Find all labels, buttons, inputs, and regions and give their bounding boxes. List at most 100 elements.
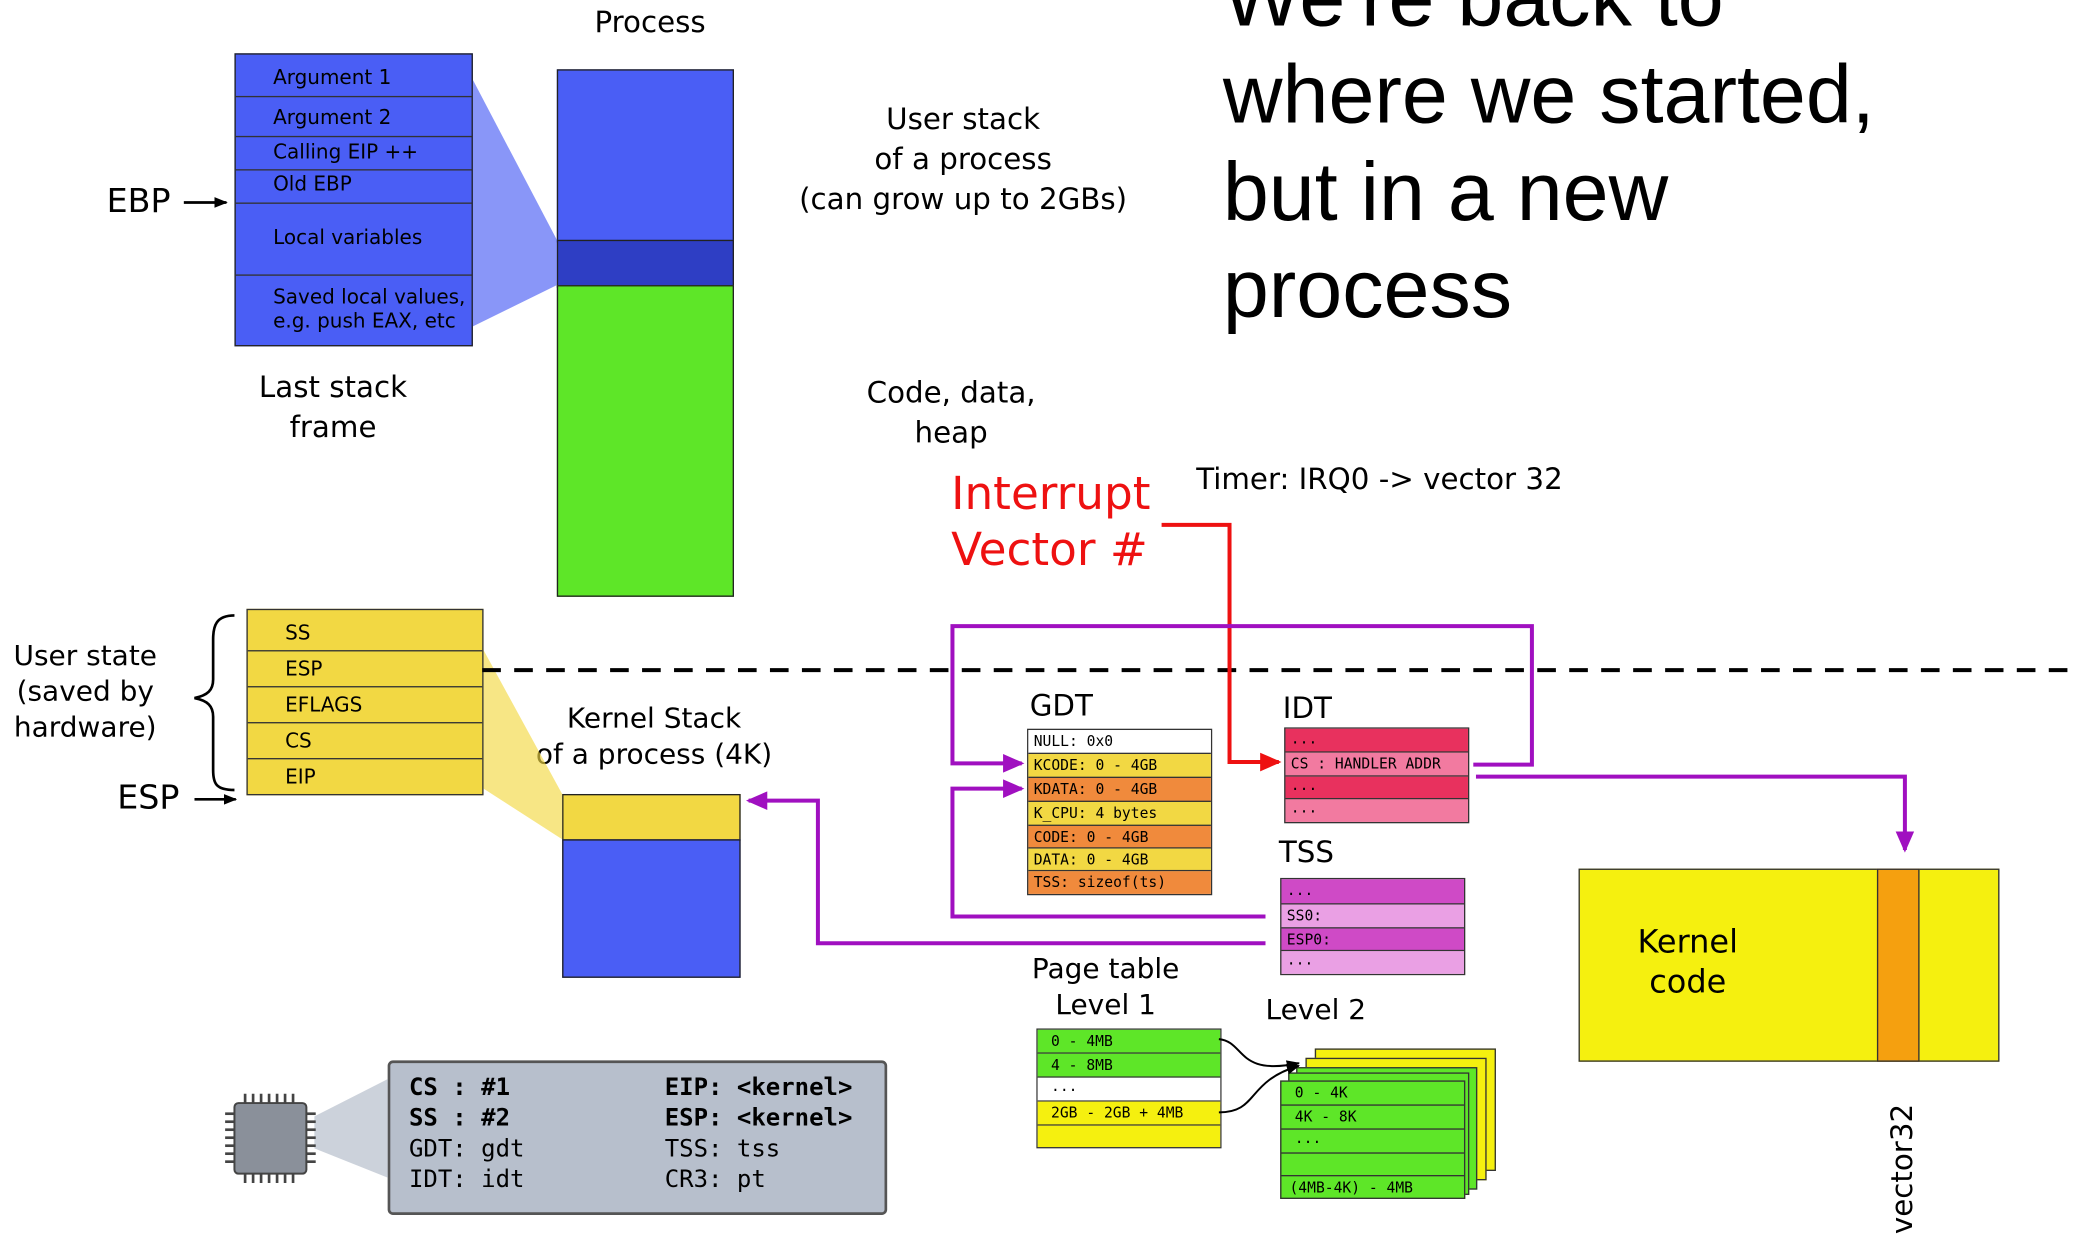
- gdt-table: NULL: 0x0 KCODE: 0 - 4GB KDATA: 0 - 4GB …: [1027, 728, 1213, 896]
- gdt-row-data: DATA: 0 - 4GB: [1028, 848, 1211, 872]
- kernel-code-block: [1578, 868, 2000, 1062]
- user-stack-label-line: User stack: [886, 103, 1041, 138]
- tss-label: TSS: [1278, 836, 1334, 870]
- kernel-code-label: Kernel code: [1608, 922, 1768, 1002]
- pt2-row: 0 - 4K: [1281, 1082, 1464, 1106]
- frame-row-saved-locals: Saved local values, e.g. push EAX, etc: [236, 276, 472, 347]
- pt2-row: 4K - 8K: [1281, 1106, 1464, 1130]
- tss-table: ... SS0: ESP0: ...: [1280, 877, 1466, 976]
- cpu-reg-tss: TSS: tss: [664, 1135, 781, 1164]
- pt1-row: ...: [1037, 1077, 1221, 1102]
- page-table-label-line: Level 1: [1055, 988, 1156, 1021]
- title-line: but in a new: [1222, 146, 1669, 239]
- page-table-level1: 0 - 4MB 4 - 8MB ... 2GB - 2GB + 4MB: [1036, 1028, 1222, 1149]
- kernel-code-label-line: code: [1649, 963, 1727, 1001]
- ebp-label: EBP: [106, 181, 171, 220]
- gdt-row-code: CODE: 0 - 4GB: [1028, 825, 1211, 849]
- user-state-projection: [483, 650, 563, 840]
- interrupt-arrow: [1161, 522, 1282, 772]
- cpu-reg-cs: CS : #1: [408, 1073, 511, 1102]
- gdt-row-kdata: KDATA: 0 - 4GB: [1028, 778, 1211, 802]
- interrupt-label-line: Interrupt: [951, 467, 1151, 521]
- idt-to-gdt-arrow: [950, 624, 1534, 773]
- cpu-reg-idt: IDT: idt: [408, 1165, 525, 1194]
- interrupt-label-line: Vector #: [951, 523, 1148, 577]
- pt2-row-last: (4MB-4K) - 4MB: [1289, 1178, 1413, 1197]
- gdt-row-null: NULL: 0x0: [1028, 730, 1211, 755]
- kernel-stack-label: Kernel Stack of a process (4K): [526, 701, 782, 773]
- pt1-row: 4 - 8MB: [1037, 1053, 1221, 1078]
- kernel-stack: [562, 839, 741, 978]
- frame-row-old-ebp: Old EBP: [235, 171, 472, 204]
- idt-row: ...: [1285, 728, 1468, 753]
- kernel-stack-label-line: of a process (4K): [535, 738, 773, 771]
- code-data-heap-label: Code, data, heap: [845, 374, 1058, 454]
- tss-row: ...: [1281, 879, 1464, 905]
- title-line: We're back to: [1223, 0, 1875, 47]
- idt-to-vector32-arrow: [1475, 774, 1915, 853]
- last-frame-label-line: frame: [289, 411, 377, 445]
- tss-row-esp0: ESP0:: [1281, 928, 1464, 952]
- idt-label: IDT: [1282, 692, 1332, 727]
- timer-label: Timer: IRQ0 -> vector 32: [1196, 463, 1563, 497]
- frame-row-argument-2: Argument 2: [235, 97, 472, 138]
- user-stack-label-line: (can grow up to 2GBs): [799, 183, 1128, 218]
- pt2-row: ...: [1281, 1130, 1464, 1154]
- user-state-label-line: hardware): [13, 711, 157, 744]
- user-state-row-cs: CS: [247, 723, 483, 760]
- tss-esp0-to-kernel-stack-arrow: [745, 791, 1266, 946]
- pt1-row-2gb: 2GB - 2GB + 4MB: [1037, 1101, 1221, 1126]
- tss-ss0-to-gdt-arrow: [950, 779, 1266, 919]
- pt1-row: 0 - 4MB: [1037, 1029, 1221, 1054]
- frame-row-argument-1: Argument 1: [235, 55, 472, 98]
- pt1-row: [1037, 1125, 1221, 1148]
- idt-row: ...: [1285, 799, 1468, 822]
- frame-row-local-variables: Local variables: [235, 204, 472, 276]
- process-label: Process: [594, 6, 706, 40]
- vector32-handler: [1876, 868, 1920, 1062]
- cpu-projection: [314, 1079, 388, 1178]
- kernel-code-label-line: Kernel: [1637, 923, 1738, 961]
- user-stack-label-line: of a process: [874, 143, 1052, 178]
- kernel-stack-saved-state: [562, 793, 741, 841]
- user-state-row-eip: EIP: [285, 764, 316, 789]
- gdt-row-kcode: KCODE: 0 - 4GB: [1028, 754, 1211, 779]
- title-line: process: [1222, 243, 1513, 336]
- kernel-stack-label-line: Kernel Stack: [566, 702, 742, 735]
- user-stack-label: User stack of a process (can grow up to …: [779, 101, 1147, 221]
- idt-table: ... CS : HANDLER ADDR ... ...: [1284, 727, 1470, 824]
- code-data-label-line: heap: [914, 416, 988, 451]
- page-table-level2: 0 - 4K 4K - 8K ... (4MB-4K) - 4MB: [1280, 1080, 1466, 1199]
- last-stack-frame-label: Last stack frame: [226, 369, 439, 449]
- pt1-to-pt2-arrow: [1218, 1064, 1301, 1114]
- idt-row: ...: [1285, 776, 1468, 800]
- user-state-brace: [194, 614, 235, 792]
- pt2-row: [1281, 1154, 1464, 1177]
- stack-frame-projection: [472, 79, 557, 327]
- cpu-reg-eip: EIP: <kernel>: [664, 1073, 853, 1102]
- saved-locals-line: Saved local values,: [273, 285, 466, 310]
- process-code-data-heap: [556, 285, 734, 597]
- code-data-label-line: Code, data,: [866, 377, 1036, 411]
- cpu-reg-gdt: GDT: gdt: [408, 1135, 525, 1164]
- cpu-reg-esp: ESP: <kernel>: [664, 1104, 853, 1133]
- user-state-label-line: User state: [13, 639, 158, 672]
- last-stack-frame: Argument 1 Argument 2 Calling EIP ++ Old…: [234, 53, 473, 347]
- user-state-block: SS ESP EFLAGS CS EIP: [246, 608, 484, 796]
- frame-row-calling-eip: Calling EIP ++: [235, 137, 472, 171]
- page-table-label: Page table Level 1: [1012, 951, 1198, 1023]
- tss-row-ss0: SS0:: [1281, 904, 1464, 929]
- last-frame-label-line: Last stack: [258, 371, 408, 405]
- level2-label: Level 2: [1265, 993, 1367, 1026]
- user-state-label: User state (saved by hardware): [0, 638, 171, 746]
- user-state-row-eflags: EFLAGS: [247, 687, 483, 724]
- idt-row-handler: CS : HANDLER ADDR: [1285, 752, 1468, 777]
- cpu-reg-cr3: CR3: pt: [664, 1165, 766, 1194]
- page-table-label-line: Page table: [1031, 952, 1180, 985]
- slide-title: We're back to where we started, but in a…: [1223, 0, 1875, 338]
- process-user-stack: [556, 69, 734, 243]
- pt1-to-pt2-arrow: [1218, 1038, 1301, 1071]
- gdt-row-tss: TSS: sizeof(ts): [1028, 871, 1211, 894]
